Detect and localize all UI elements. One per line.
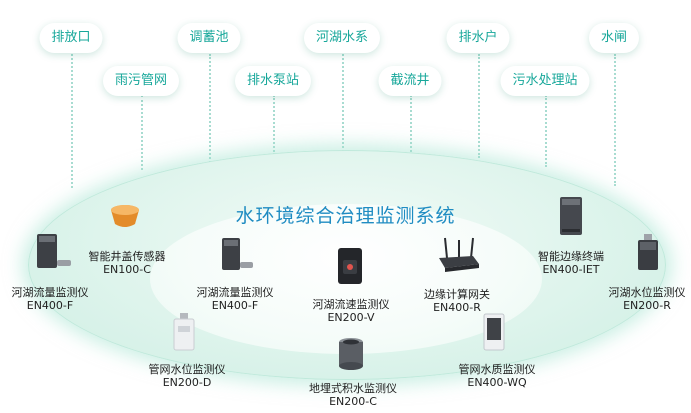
flow-meter-box-icon [219,236,255,274]
velocity-meter-icon [335,246,365,286]
device-name: 智能边缘终端 [538,250,604,263]
device-name: 边缘计算网关 [424,288,490,301]
connector-line [614,54,616,186]
connector-line [478,54,480,158]
edge-gateway-icon [437,236,481,274]
connector-line [141,95,143,170]
device-name: 智能井盖传感器 [88,250,166,263]
device-pipe-water-level-meter: 管网水位监测仪 EN200-D [142,363,232,389]
device-name: 河湖水位监测仪 [608,286,686,299]
device-model: EN400-F [211,299,259,312]
buried-ponding-meter-icon [336,336,366,372]
device-model: EN400-WQ [467,376,527,389]
water-level-radar-icon [632,232,664,274]
connector-line [209,54,211,166]
device-model: EN200-V [327,311,375,324]
chip-sluice-gate: 水闸 [588,23,640,53]
device-model: EN200-C [329,395,377,408]
water-quality-meter-icon [481,312,507,352]
connector-line [273,95,275,155]
chip-drainage-household: 排水户 [446,23,510,53]
chip-sewage-treatment-station: 污水处理站 [500,66,590,96]
device-river-water-level-meter: 河湖水位监测仪 EN200-R [605,286,689,312]
chip-storage-tank: 调蓄池 [177,23,241,53]
device-name: 管网水质监测仪 [458,363,536,376]
connector-line [71,54,73,188]
edge-terminal-icon [556,195,586,237]
device-river-flow-meter-2: 河湖流量监测仪 EN400-F [193,286,277,312]
device-smart-manhole-sensor: 智能井盖传感器 EN100-C [82,250,172,276]
device-name: 河湖流速监测仪 [312,298,390,311]
manhole-sensor-icon [108,202,142,232]
device-model: EN400-R [433,301,481,314]
device-name: 地埋式积水监测仪 [309,382,397,395]
device-name: 河湖流量监测仪 [196,286,274,299]
chip-interception-well: 截流井 [378,66,442,96]
device-smart-edge-terminal: 智能边缘终端 EN400-IET [526,250,616,276]
pipe-level-meter-icon [170,312,198,352]
device-buried-ponding-meter: 地埋式积水监测仪 EN200-C [298,382,408,408]
device-model: EN400-F [26,299,74,312]
device-model: EN400-IET [542,263,600,276]
connector-line [410,95,412,152]
chip-outfall: 排放口 [39,23,103,53]
connector-line [545,95,547,167]
device-name: 河湖流量监测仪 [11,286,89,299]
device-model: EN200-R [623,299,671,312]
device-model: EN100-C [103,263,151,276]
chip-drainage-pump-station: 排水泵站 [234,66,312,96]
device-river-velocity-meter: 河湖流速监测仪 EN200-V [306,298,396,324]
chip-rain-sewage-network: 雨污管网 [102,66,180,96]
device-pipe-water-quality-meter: 管网水质监测仪 EN400-WQ [452,363,542,389]
system-title: 水环境综合治理监测系统 [235,205,456,227]
device-river-flow-meter-1: 河湖流量监测仪 EN400-F [8,286,92,312]
device-model: EN200-D [162,376,212,389]
device-edge-computing-gateway: 边缘计算网关 EN400-R [415,288,499,314]
connector-line [342,54,344,152]
chip-river-lake-system: 河湖水系 [303,23,381,53]
device-name: 管网水位监测仪 [148,363,226,376]
flow-meter-box-icon [34,232,74,272]
